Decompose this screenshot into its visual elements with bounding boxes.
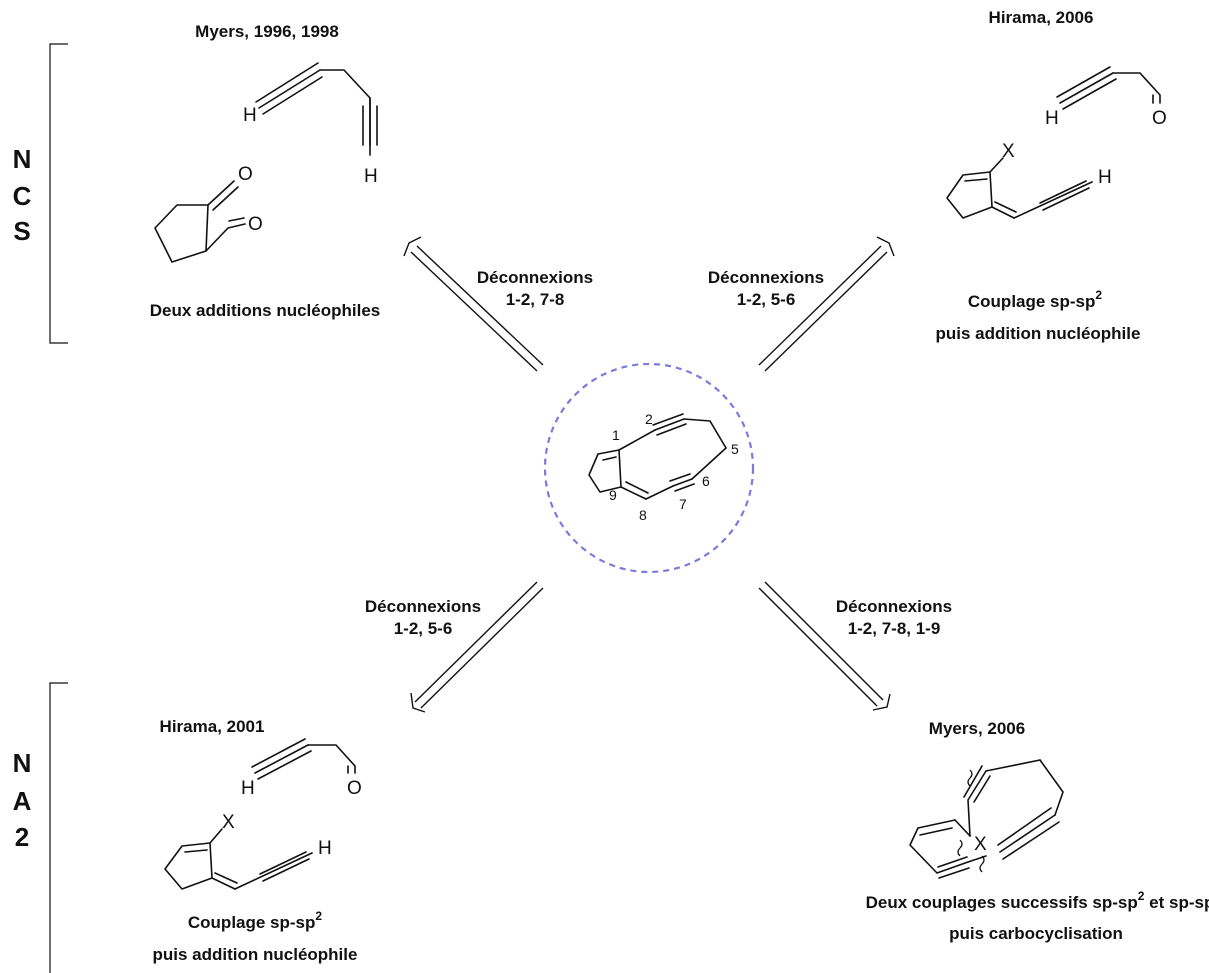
- bracket-ncs: [49, 43, 68, 344]
- citation-top-left: Myers, 1996, 1998: [195, 22, 339, 41]
- citation-top-right: Hirama, 2006: [989, 8, 1094, 27]
- description-bottom-right-2: puis carbocyclisation: [949, 924, 1123, 943]
- atom-h-bottom-left-2: H: [318, 838, 332, 859]
- citation-bottom-right: Myers, 2006: [929, 719, 1025, 738]
- arrow-label-top-left-1: Déconnexions: [477, 268, 593, 287]
- citation-bottom-left: Hirama, 2001: [160, 717, 265, 736]
- locant-9: 9: [609, 487, 617, 503]
- center-molecule: 1 2 5 6 7 8 9: [543, 362, 755, 574]
- molecule-top-right-ynal: H O: [1045, 66, 1167, 129]
- side-label-ncs-1: N: [13, 144, 32, 174]
- retro-arrow-top-right: [758, 236, 895, 372]
- arrow-label-bottom-left-1: Déconnexions: [365, 597, 481, 616]
- side-label-na2-3: 2: [15, 822, 29, 852]
- retro-arrow-bottom-right: [758, 581, 891, 711]
- atom-h-top-left-2: H: [364, 166, 378, 187]
- molecule-bottom-right-precursor: X: [909, 759, 1064, 879]
- description-top-left: Deux additions nucléophiles: [150, 301, 380, 320]
- atom-h-top-left-1: H: [243, 105, 257, 126]
- side-label-ncs-3: S: [13, 216, 30, 246]
- locant-2: 2: [645, 411, 653, 427]
- atom-o-top-right-1: O: [1152, 108, 1167, 129]
- molecule-bottom-left-ynal: H O: [241, 738, 362, 799]
- description-bottom-left-1-text: Couplage sp-sp: [188, 913, 316, 932]
- locant-5: 5: [731, 441, 739, 457]
- arrow-label-top-right-1: Déconnexions: [708, 268, 824, 287]
- side-label-ncs-2: C: [13, 181, 32, 211]
- retro-arrow-bottom-left: [410, 581, 544, 713]
- atom-o-bottom-left-1: O: [347, 778, 362, 799]
- molecule-top-left-cyclopentanone: O O: [154, 164, 263, 263]
- description-bottom-left-1-sup: 2: [315, 909, 322, 923]
- atom-h-top-right-1: H: [1045, 108, 1059, 129]
- description-top-right-1-text: Couplage sp-sp: [968, 292, 1096, 311]
- description-bottom-left-2: puis addition nucléophile: [153, 945, 358, 964]
- bracket-na2: [49, 682, 68, 973]
- arrow-label-bottom-right-2: 1-2, 7-8, 1-9: [848, 619, 941, 638]
- description-bottom-right-1-sup: 2: [1138, 889, 1145, 903]
- description-bottom-left-1: Couplage sp-sp2: [188, 909, 323, 932]
- locant-6: 6: [702, 473, 710, 489]
- locant-1: 1: [612, 427, 620, 443]
- atom-x-bottom-left-1: X: [222, 812, 235, 833]
- atom-x-top-right-1: X: [1002, 141, 1015, 162]
- description-bottom-right-1-a: Deux couplages successifs sp-sp: [866, 893, 1138, 912]
- molecule-top-left-diyne: H H: [243, 62, 378, 187]
- description-bottom-right-1-b: et sp-sp: [1144, 893, 1209, 912]
- arrow-label-top-right-2: 1-2, 5-6: [737, 290, 796, 309]
- atom-x-bottom-right-1: X: [974, 834, 987, 855]
- side-label-na2-2: A: [13, 786, 32, 816]
- atom-o-top-left-2: O: [248, 214, 263, 235]
- atom-o-top-left-1: O: [238, 164, 253, 185]
- arrow-label-bottom-left-2: 1-2, 5-6: [394, 619, 453, 638]
- atom-h-bottom-left-1: H: [241, 778, 255, 799]
- retro-arrow-top-left: [403, 236, 544, 372]
- description-top-right-1: Couplage sp-sp2: [968, 288, 1103, 311]
- molecule-top-right-enyne: X H: [946, 141, 1112, 219]
- description-top-right-1-sup: 2: [1095, 288, 1102, 302]
- arrow-label-top-left-2: 1-2, 7-8: [506, 290, 565, 309]
- locant-8: 8: [639, 507, 647, 523]
- atom-h-top-right-2: H: [1098, 167, 1112, 188]
- side-label-na2-1: N: [13, 748, 32, 778]
- description-top-right-2: puis addition nucléophile: [936, 324, 1141, 343]
- molecule-bottom-left-enyne: X H: [164, 812, 332, 890]
- arrow-label-bottom-right-1: Déconnexions: [836, 597, 952, 616]
- description-bottom-right-1: Deux couplages successifs sp-sp2 et sp-s…: [866, 889, 1209, 912]
- center-dashed-circle: [543, 362, 755, 574]
- locant-7: 7: [679, 496, 687, 512]
